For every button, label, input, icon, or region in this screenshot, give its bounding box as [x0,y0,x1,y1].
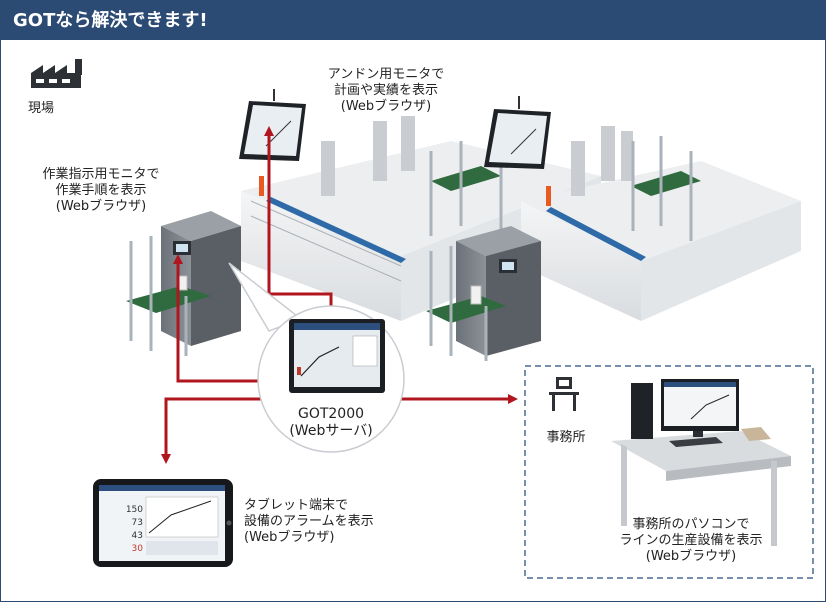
office-line-1: 事務所のパソコンで [632,517,750,532]
office-line-3: (Webブラウザ) [645,549,737,564]
office-label: 事務所 [546,430,586,445]
tablet-value-1: 150 [125,505,143,515]
tablet-value-2: 73 [131,518,143,528]
got-description: GOT2000 (Webサーバ) [281,406,381,440]
andon-line-2: 計画や実績を表示 [333,83,438,98]
tablet-screen-values: 150 73 43 30 [119,504,143,556]
page-title: GOTなら解決できます! [1,1,825,40]
production-line-2 [426,126,801,361]
tablet-line-2: 設備のアラームを表示 [244,514,374,529]
tablet-description: タブレット端末で 設備のアラームを表示 (Webブラウザ) [244,498,384,546]
tablet-device [93,479,233,567]
got-line-2: (Webサーバ) [289,423,373,439]
arrow-to-work-monitor [173,254,263,383]
arrow-to-tablet [161,397,271,464]
work-monitor-line-2: 作業手順を表示 [55,183,147,198]
office-pc [611,379,791,546]
office-description: 事務所のパソコンで ラインの生産設備を表示 (Webブラウザ) [591,517,791,565]
production-line-1 [126,116,601,356]
andon-monitor-1 [239,89,306,161]
office-area [524,365,814,579]
tablet-value-3: 43 [131,531,143,541]
tablet-value-4: 30 [131,544,143,554]
desk-pc-icon [549,377,579,411]
work-monitor-line-3: (Webブラウザ) [55,199,147,214]
factory-icon [31,59,82,88]
andon-line-1: アンドン用モニタで [327,67,445,82]
tablet-line-3: (Webブラウザ) [244,530,335,545]
andon-description: アンドン用モニタで 計画や実績を表示 (Webブラウザ) [306,67,466,115]
andon-monitor-2 [484,96,551,169]
got-callout [228,262,405,453]
diagram-canvas [31,59,814,579]
work-monitor-line-1: 作業指示用モニタで [42,167,160,182]
got-line-1: GOT2000 [297,406,365,422]
work-monitor-description: 作業指示用モニタで 作業手順を表示 (Webブラウザ) [21,167,181,215]
factory-label: 現場 [27,101,54,116]
tablet-line-1: タブレット端末で [244,498,349,513]
office-line-2: ラインの生産設備を表示 [619,533,763,548]
andon-line-3: (Webブラウザ) [340,99,432,114]
